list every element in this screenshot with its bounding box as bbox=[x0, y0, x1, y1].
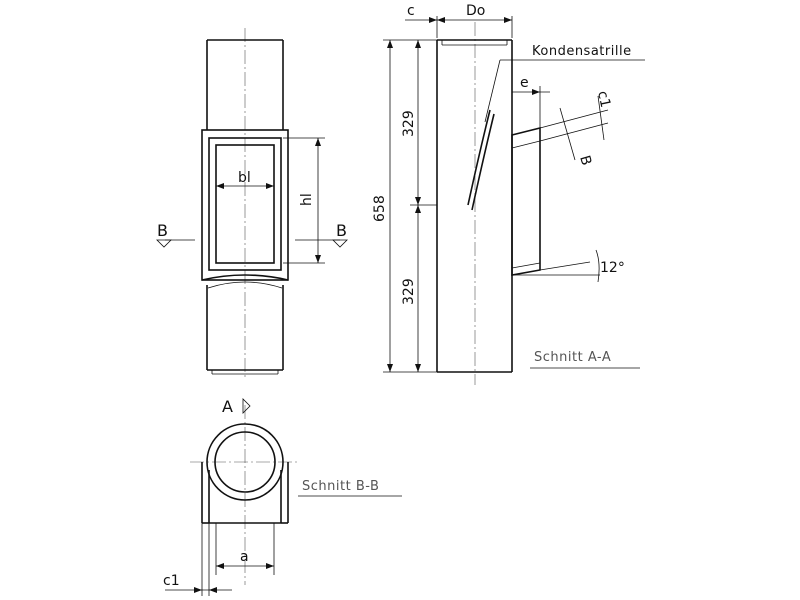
e-arrow bbox=[532, 89, 540, 95]
a-view-arrow bbox=[242, 398, 251, 414]
dim-329-top-label: 329 bbox=[401, 110, 417, 137]
bb-pipe-outer bbox=[206, 423, 284, 501]
c-arrow bbox=[429, 17, 437, 23]
section-bb-view: A a c1 Schnitt B-B bbox=[163, 397, 402, 596]
c1-ext-1 bbox=[539, 109, 609, 129]
bb-pipe-inner bbox=[214, 431, 276, 493]
kondensatrille-label: Kondensatrille bbox=[532, 44, 632, 59]
dim-658-arrow-bottom bbox=[387, 364, 393, 372]
kondensatrille-curve bbox=[467, 109, 491, 206]
a-dim-label: a bbox=[240, 549, 249, 565]
c1-bottom-label: c1 bbox=[163, 573, 180, 589]
schnitt-bb-label: Schnitt B-B bbox=[302, 479, 379, 494]
b-right-label: B bbox=[336, 221, 347, 240]
dim-658-label: 658 bbox=[372, 195, 388, 222]
b-right-arrow bbox=[332, 239, 348, 248]
a-view-label: A bbox=[222, 397, 233, 416]
c1-dimension-line bbox=[597, 95, 605, 141]
aa-connection-stub bbox=[511, 126, 541, 276]
front-saddle-inner bbox=[207, 281, 283, 289]
bl-arrow-right bbox=[266, 183, 274, 189]
dim-329-bottom-label: 329 bbox=[401, 278, 417, 305]
dim-329-arrow-top bbox=[415, 40, 421, 48]
do-arrow-right bbox=[504, 17, 512, 23]
a-arrow-left bbox=[216, 563, 224, 569]
c1-ext-2 bbox=[539, 122, 609, 142]
angle-arc bbox=[595, 249, 600, 283]
c1-arrow-right bbox=[209, 587, 217, 593]
do-arrow-left bbox=[437, 17, 445, 23]
b-angle-label: B bbox=[576, 154, 594, 168]
front-window-outer bbox=[208, 137, 282, 271]
front-window-inner bbox=[215, 144, 275, 264]
bl-label: bl bbox=[238, 170, 251, 186]
schnitt-aa-label: Schnitt A-A bbox=[534, 350, 611, 365]
bl-arrow-left bbox=[216, 183, 224, 189]
front-saddle-curve bbox=[201, 274, 289, 281]
do-label: Do bbox=[466, 3, 485, 19]
hl-arrow-top bbox=[315, 138, 321, 146]
section-aa-view: 12° Kondensatrille c Do 658 329 329 bbox=[372, 3, 645, 385]
c1-top-label: c1 bbox=[594, 90, 613, 110]
angle-label: 12° bbox=[600, 260, 625, 276]
b-left-arrow bbox=[156, 239, 172, 248]
b-dimension-line bbox=[559, 107, 576, 161]
aa-stub-inner-bottom bbox=[511, 262, 541, 269]
c1-arrow-left bbox=[194, 587, 202, 593]
a-arrow-right bbox=[266, 563, 274, 569]
c-label: c bbox=[407, 3, 415, 19]
dim-329-arrow-mid-up bbox=[415, 197, 421, 205]
kondensatrille-curve-2 bbox=[471, 113, 495, 211]
aa-angle-arm bbox=[539, 261, 591, 271]
aa-stub-inner-top bbox=[511, 140, 541, 149]
dim-658-arrow-top bbox=[387, 40, 393, 48]
front-view: bl hl B B bbox=[156, 28, 348, 380]
e-label: e bbox=[520, 75, 529, 91]
kondensatrille-leader bbox=[484, 59, 501, 123]
dim-329-arrow-bottom bbox=[415, 364, 421, 372]
b-left-label: B bbox=[157, 221, 168, 240]
front-outer-box bbox=[201, 129, 289, 281]
hl-label: hl bbox=[299, 193, 315, 206]
hl-arrow-bottom bbox=[315, 255, 321, 263]
dim-329-arrow-mid-down bbox=[415, 205, 421, 213]
